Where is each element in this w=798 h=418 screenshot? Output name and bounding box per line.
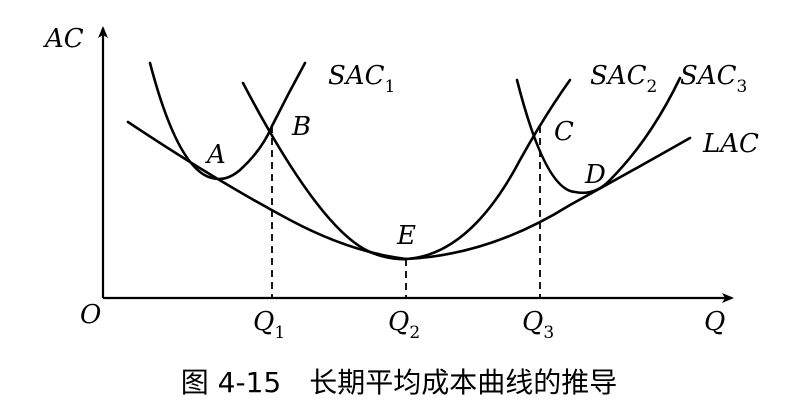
x-axis-label: Q xyxy=(704,307,725,337)
q3-tick-label: Q3 xyxy=(522,307,554,343)
point-a-label: A xyxy=(205,140,226,170)
sac1-left-curve xyxy=(148,61,307,181)
q2-tick-label: Q2 xyxy=(388,307,420,343)
sac2-curve xyxy=(368,78,572,261)
origin-label: O xyxy=(80,300,101,330)
sac3-label: SAC3 xyxy=(680,61,747,97)
sac1-right-curve xyxy=(241,81,408,261)
lac-label: LAC xyxy=(702,129,759,159)
point-b-label: B xyxy=(291,112,311,142)
y-axis-label: AC xyxy=(43,24,84,54)
figure-caption: 图 4-15 长期平均成本曲线的推导 xyxy=(181,366,617,399)
sac1-label: SAC1 xyxy=(328,61,395,97)
point-e-label: E xyxy=(396,221,416,251)
point-c-label: C xyxy=(554,117,574,147)
q1-tick-label: Q1 xyxy=(253,307,285,343)
point-d-label: D xyxy=(584,160,606,190)
sac2-label: SAC2 xyxy=(590,61,657,97)
sac3-curve xyxy=(515,76,682,195)
